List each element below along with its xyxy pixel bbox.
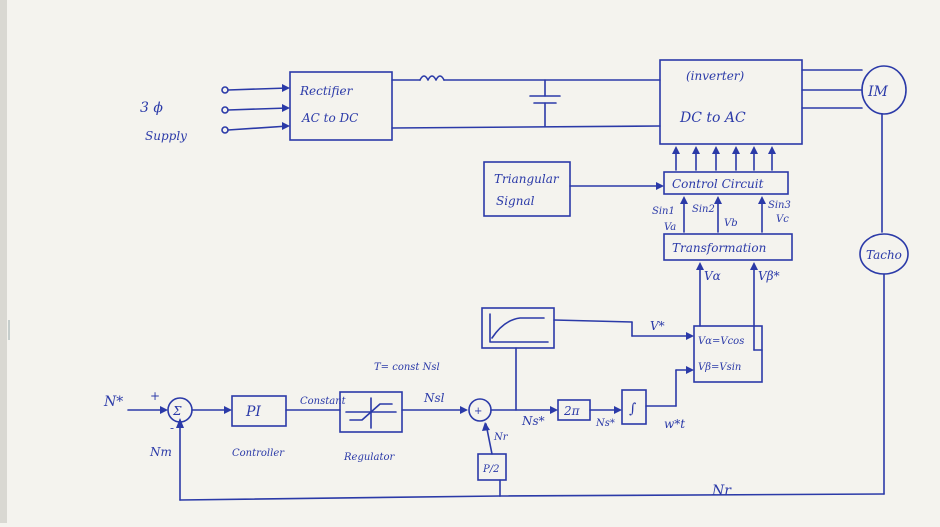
transformation-input-arrows: [696, 262, 758, 351]
integral-symbol: ∫: [629, 401, 636, 417]
regulator-caption: Regulator: [343, 452, 395, 463]
equation-block: [693, 325, 763, 383]
nstar-label: N*: [103, 394, 123, 410]
plus-sign-2: +: [474, 406, 482, 417]
vf-curve: [491, 317, 545, 339]
induction-motor: [861, 65, 907, 115]
va-label: Va: [664, 222, 676, 233]
nm-label: Nm: [149, 445, 172, 459]
vstar-label: V*: [650, 319, 665, 333]
triangular-signal-block: [483, 161, 571, 217]
sin2-label: Sin2: [692, 204, 715, 215]
triangular-title: Triangular: [494, 172, 560, 186]
inverter-subtitle: DC to AC: [679, 110, 746, 126]
two-pi-label: 2π: [563, 404, 581, 418]
inductor-symbol: [419, 75, 445, 81]
supply-terminal-1: [221, 86, 229, 94]
vf-axes: [489, 313, 549, 343]
inverter-title: (inverter): [686, 69, 745, 83]
regulator-block: [339, 391, 403, 433]
ns-small-label: Ns*: [595, 418, 615, 429]
inverter-block: [659, 59, 803, 145]
control-circuit-label: Control Circuit: [672, 177, 764, 191]
ns-star-label: Ns*: [521, 414, 545, 428]
equation-beta: Vβ=Vsin: [698, 362, 741, 373]
supply-lines: [227, 84, 290, 131]
rectifier-block: [289, 71, 393, 141]
torque-equation: T= const Nsl: [374, 362, 440, 373]
nsl-label: Nsl: [423, 391, 445, 405]
constant-label: Constant: [300, 396, 347, 407]
plus-sign: +: [150, 389, 160, 403]
vstar-line: [553, 319, 633, 323]
dc-link: [391, 75, 661, 129]
inverter-output-lines: [801, 69, 863, 109]
minus-sign: -: [170, 421, 174, 435]
rectifier-subtitle: AC to DC: [301, 111, 358, 125]
vc-label: Vc: [776, 214, 789, 225]
supply-label: Supply: [145, 129, 187, 143]
speed-feedback-line: [176, 273, 885, 501]
nr-small-label: Nr: [493, 432, 509, 443]
pi-label: PI: [245, 404, 261, 420]
rectifier-title: Rectifier: [299, 84, 354, 98]
tacho-label: Tacho: [866, 248, 902, 262]
p-over-2-label: P/2: [482, 464, 499, 475]
sigma-symbol: Σ: [172, 404, 182, 418]
sin-input-arrows: [680, 196, 766, 233]
sin1-label: Sin1: [652, 206, 675, 217]
v-f-characteristic-block: [481, 307, 555, 349]
supply-phase-label: 3 ϕ: [140, 100, 163, 116]
gating-arrows: [672, 146, 776, 171]
sin3-label: Sin3: [768, 200, 791, 211]
wt-label: w*t: [664, 417, 685, 431]
control-circuit-block: [663, 171, 789, 195]
transformation-block: [663, 233, 793, 261]
arrow-head: [656, 182, 664, 190]
pi-caption: Controller: [232, 448, 285, 459]
motor-label: IM: [867, 84, 889, 100]
vbeta-label: Vβ*: [758, 269, 780, 283]
transformation-label: Transformation: [672, 241, 766, 255]
pi-controller-block: [231, 395, 287, 427]
supply-terminal-2: [221, 106, 229, 114]
nr-feedback-label: Nr: [711, 483, 732, 499]
integrator-block: [621, 389, 647, 425]
valpha-label: Vα: [704, 269, 721, 283]
supply-terminal-3: [221, 126, 229, 134]
equation-alpha: Vα=Vcos: [698, 336, 744, 347]
triangular-subtitle: Signal: [496, 194, 535, 208]
vb-label: Vb: [724, 218, 738, 229]
